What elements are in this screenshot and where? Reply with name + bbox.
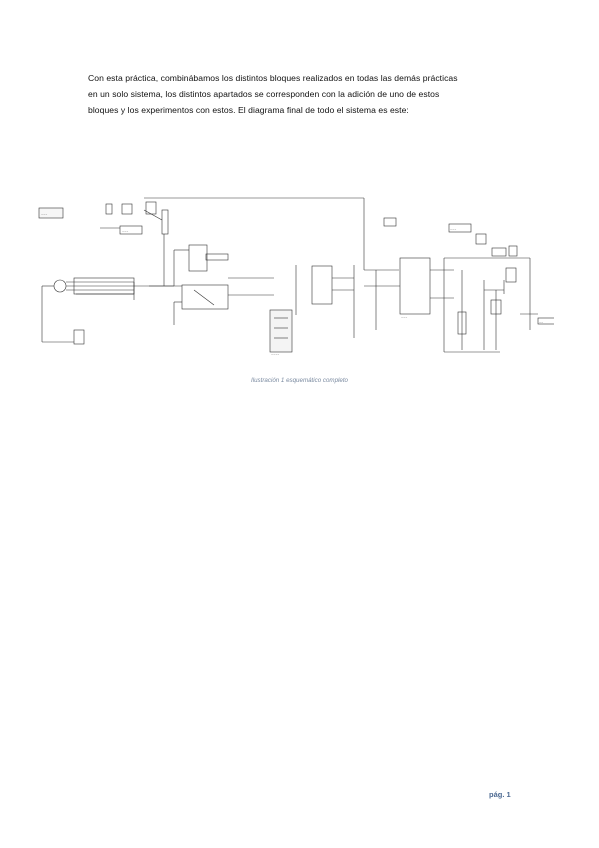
paragraph-line-1: Con esta práctica, combinábamos los dist… (88, 73, 458, 83)
svg-text:~~~: ~~~ (41, 213, 47, 216)
figure-caption: Ilustración 1 esquemático completo (251, 377, 348, 384)
schematic-diagram: ~~~ ~~~ ~~~~ ~~~ ~~~ ~~ (38, 197, 557, 356)
svg-text:~~~~: ~~~~ (271, 353, 279, 356)
svg-text:~~~: ~~~ (122, 230, 128, 233)
paragraph-line-3: bloques y los experimentos con estos. El… (88, 105, 409, 115)
svg-text:~~~: ~~~ (401, 316, 407, 319)
svg-text:~~~: ~~~ (450, 228, 456, 231)
paragraph-line-2: en un solo sistema, los distintos aparta… (88, 89, 440, 99)
page-number: pág. 1 (489, 790, 511, 799)
svg-text:~~: ~~ (539, 321, 543, 324)
schematic-figure: ~~~ ~~~ ~~~~ ~~~ ~~~ ~~ (34, 190, 557, 365)
body-paragraph: Con esta práctica, combinábamos los dist… (88, 70, 528, 118)
